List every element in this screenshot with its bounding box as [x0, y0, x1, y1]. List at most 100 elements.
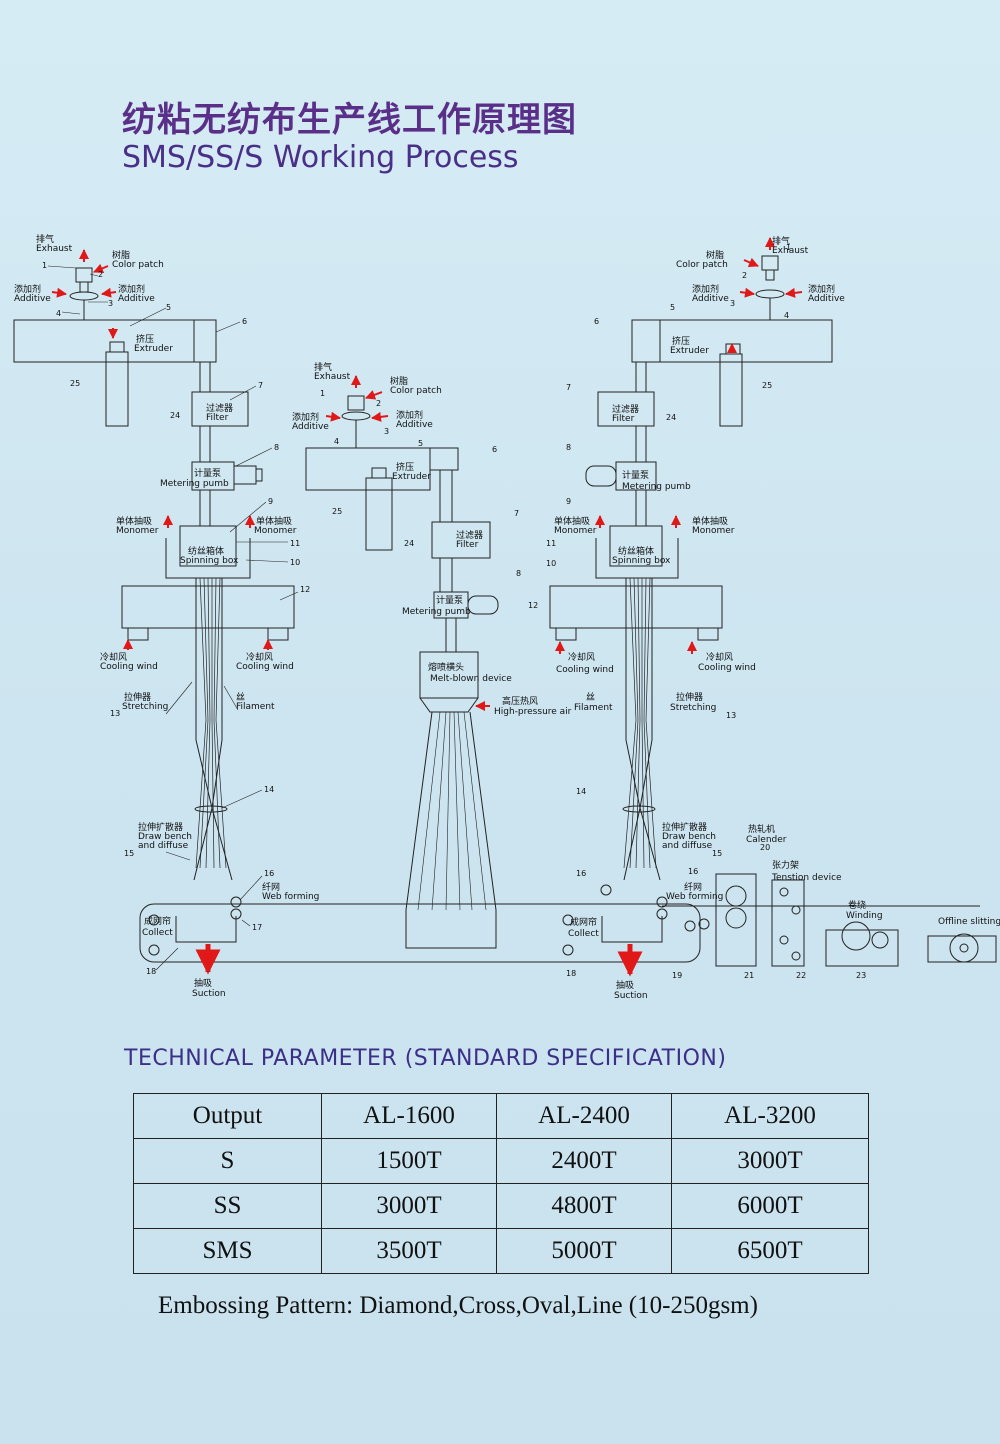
label-exhaust-en-mid: Exhaust [314, 372, 351, 382]
label-offline: Offline slitting [938, 917, 1000, 927]
label-cooling-en-left2: Cooling wind [236, 662, 294, 672]
label-additive-en-left2: Additive [118, 294, 155, 304]
process-diagram: 排气 Exhaust 树脂 Color patch 添加剂 Additive 添… [13, 233, 1000, 1000]
label-color-patch-en-right: Color patch [676, 260, 728, 270]
label-stretching-en-right: Stretching [670, 703, 716, 713]
num-4-right: 4 [784, 311, 789, 320]
spec-table: Output AL-1600 AL-2400 AL-3200 S 1500T 2… [133, 1093, 869, 1274]
num-21: 21 [744, 971, 754, 980]
label-cooling-en-left1: Cooling wind [100, 662, 158, 672]
num-23: 23 [856, 971, 866, 980]
num-24-left: 24 [170, 411, 180, 420]
num-12-left: 12 [300, 585, 310, 594]
label-cooling-cn-right1: 冷却风 [568, 651, 595, 663]
label-additive-en-left1: Additive [14, 294, 51, 304]
label-spinning-cn-right: 纺丝箱体 [618, 545, 654, 557]
table-cell: 4800T [496, 1183, 672, 1229]
num-10-left: 10 [290, 558, 300, 567]
label-metering-cn-right: 计量泵 [622, 469, 649, 481]
table-cell: 6000T [671, 1183, 869, 1229]
red-arrows [51, 237, 803, 977]
num-6-left: 6 [242, 317, 247, 326]
label-tension-en: Tenstion device [771, 873, 842, 883]
label-drawbench-en1-right: Draw bench [662, 832, 716, 842]
num-16-right: 16 [576, 869, 586, 878]
label-extruder-en-right: Extruder [670, 346, 709, 356]
label-filter-en-right: Filter [612, 414, 635, 424]
label-monomer-cn-right2: 单体抽吸 [692, 515, 728, 527]
label-filter-en-mid: Filter [456, 540, 479, 550]
label-exhaust-cn-right: 排气 [772, 235, 790, 247]
label-filter-en-left: Filter [206, 413, 229, 423]
table-cell: 3000T [671, 1138, 869, 1184]
num-1-right: 1 [786, 243, 791, 252]
num-16-left: 16 [264, 869, 274, 878]
num-8-left: 8 [274, 443, 279, 452]
label-filter-cn-left: 过滤器 [206, 402, 233, 414]
num-16b-right: 16 [688, 867, 698, 876]
num-3-mid: 3 [384, 427, 389, 436]
label-spinning-en-right: Spinning box [612, 556, 671, 566]
label-cooling-cn-right2: 冷却风 [706, 651, 733, 663]
label-stretching-cn-right: 拉伸器 [676, 691, 703, 703]
label-color-patch-en-left: Color patch [112, 260, 164, 270]
label-exhaust-en-right: Exhaust [772, 246, 809, 256]
label-extruder-cn-mid: 挤压 [396, 461, 414, 473]
label-collect-en-left: Collect [142, 928, 173, 938]
num-9-right: 9 [566, 497, 571, 506]
label-tension-cn: 张力架 [772, 859, 799, 871]
label-suction-cn-left: 抽吸 [194, 977, 212, 989]
num-12-right: 12 [528, 601, 538, 610]
label-extruder-en-left: Extruder [134, 344, 173, 354]
label-monomer-en-left2: Monomer [254, 526, 297, 536]
label-extruder-cn-right: 挤压 [672, 335, 690, 347]
winding-line [715, 873, 997, 967]
label-additive-cn-right1: 添加剂 [692, 283, 719, 295]
num-15-left: 15 [124, 849, 134, 858]
table-header-cell: AL-2400 [496, 1093, 672, 1139]
label-color-patch-cn-left: 树脂 [112, 249, 130, 261]
table-cell: SS [133, 1183, 322, 1229]
num-3-right: 3 [730, 299, 735, 308]
label-additive-cn-left2: 添加剂 [118, 283, 145, 295]
label-metering-cn-mid: 计量泵 [436, 594, 463, 606]
num-11-right: 11 [546, 539, 556, 548]
label-exhaust-en-left: Exhaust [36, 244, 73, 254]
label-extruder-en-mid: Extruder [392, 472, 431, 482]
num-24-right: 24 [666, 413, 676, 422]
label-spinning-cn-left: 纺丝箱体 [188, 545, 224, 557]
label-meltblown-en: Melt-blown device [430, 674, 512, 684]
label-collect-en-right: Collect [568, 929, 599, 939]
table-row: S 1500T 2400T 3000T [133, 1138, 869, 1184]
num-8-right: 8 [566, 443, 571, 452]
label-web-en-right: Web forming [666, 892, 723, 902]
technical-parameter-title: TECHNICAL PARAMETER (STANDARD SPECIFICAT… [124, 1046, 727, 1071]
table-cell: 1500T [321, 1138, 497, 1184]
label-filament-en-left: Filament [236, 702, 275, 712]
label-spinning-en-left: Spinning box [180, 556, 239, 566]
label-suction-en-left: Suction [192, 989, 226, 999]
label-cooling-cn-left1: 冷却风 [100, 651, 127, 663]
label-monomer-en-right2: Monomer [692, 526, 735, 536]
num-11-left: 11 [290, 539, 300, 548]
label-winding-cn: 卷绕 [848, 899, 866, 911]
label-metering-en-left: Metering pumb [160, 479, 229, 489]
table-row: SMS 3500T 5000T 6500T [133, 1228, 869, 1274]
label-extruder-cn-left: 挤压 [136, 333, 154, 345]
label-color-patch-cn-mid: 树脂 [390, 375, 408, 387]
label-filament-en-right: Filament [574, 703, 613, 713]
label-web-cn-left: 纤网 [262, 881, 280, 893]
right-spunbond-unit [549, 255, 833, 943]
label-additive-en-mid2: Additive [396, 420, 433, 430]
num-14-left: 14 [264, 785, 274, 794]
label-hpair-en: High-pressure air [494, 707, 572, 717]
embossing-note: Embossing Pattern: Diamond,Cross,Oval,Li… [158, 1292, 758, 1319]
num-18-right: 18 [566, 969, 576, 978]
label-cooling-en-right1: Cooling wind [556, 665, 614, 675]
num-4-mid: 4 [334, 437, 339, 446]
title-chinese: 纺粘无纺布生产线工作原理图 [122, 100, 577, 140]
num-4-left: 4 [56, 309, 61, 318]
label-filter-cn-mid: 过滤器 [456, 529, 483, 541]
label-meltblown-cn: 熔喷横头 [428, 661, 464, 673]
num-25-mid: 25 [332, 507, 342, 516]
